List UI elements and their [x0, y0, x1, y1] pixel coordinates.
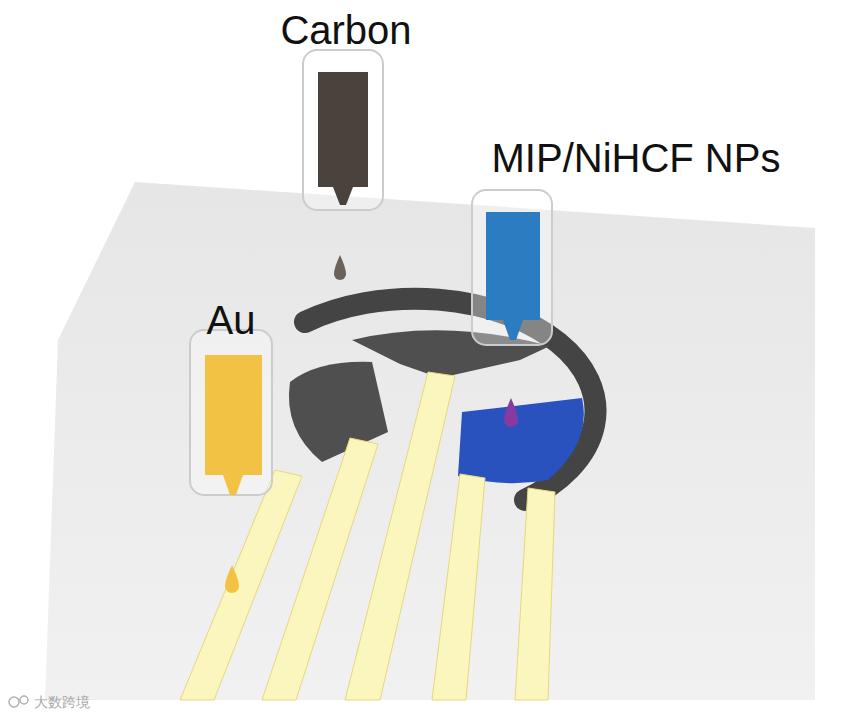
- au-nozzle: [190, 330, 272, 593]
- working-electrode: [458, 398, 584, 483]
- mip-nozzle: [472, 190, 552, 427]
- watermark: 大数跨境: [34, 695, 90, 709]
- nozzle-label: Au: [207, 300, 256, 340]
- nozzle-label: MIP/NiHCF NPs: [492, 138, 781, 178]
- watermark-logo: [9, 696, 28, 707]
- substrate: [45, 182, 815, 700]
- nozzle-label: Carbon: [280, 10, 411, 50]
- carbon-nozzle: [303, 50, 383, 280]
